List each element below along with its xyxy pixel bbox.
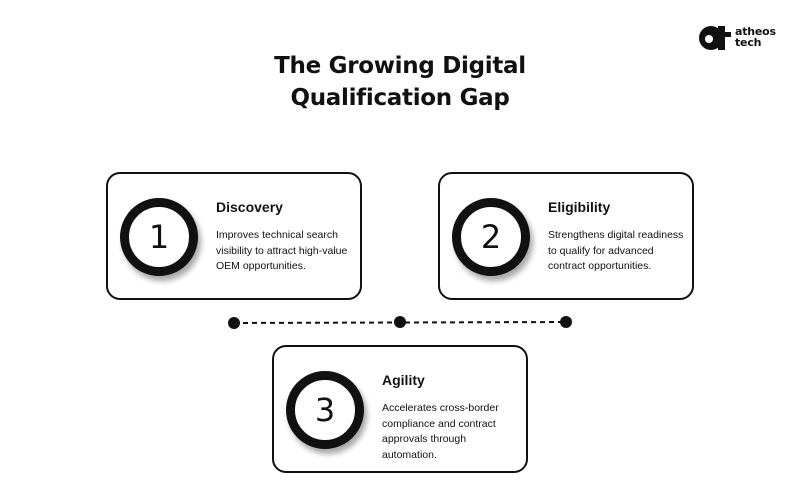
title-line-2: Qualification Gap — [290, 85, 510, 111]
card-description: Strengthens digital readiness to qualify… — [548, 229, 684, 272]
card-heading: Agility — [382, 372, 425, 388]
connector-dot-right — [560, 316, 572, 328]
number-label: 1 — [148, 218, 170, 256]
title-line-1: The Growing Digital — [274, 53, 526, 79]
card-eligibility: 2 Eligibility Strengthens digital readin… — [438, 172, 694, 300]
number-badge: 2 — [452, 198, 530, 276]
logo-line-2: tech — [735, 36, 762, 49]
number-badge: 1 — [120, 198, 198, 276]
number-label: 3 — [314, 391, 336, 429]
atheos-tech-logo: atheos tech — [698, 25, 788, 53]
number-label: 2 — [480, 218, 502, 256]
card-agility: 3 Agility Accelerates cross-border compl… — [272, 345, 528, 473]
card-discovery: 1 Discovery Improves technical search vi… — [106, 172, 362, 300]
page-title: The Growing Digital Qualification Gap — [200, 50, 600, 114]
card-description: Improves technical search visibility to … — [216, 229, 348, 272]
card-heading: Discovery — [216, 199, 283, 215]
logo-text: atheos tech — [735, 26, 776, 48]
card-description: Accelerates cross-border compliance and … — [382, 402, 499, 461]
number-badge: 3 — [286, 371, 364, 449]
logo-line-1: atheos — [735, 25, 776, 38]
card-heading: Eligibility — [548, 199, 611, 215]
connector-dot-middle — [394, 316, 406, 328]
connector-dot-left — [228, 317, 240, 329]
logo-mark-icon — [699, 26, 731, 50]
